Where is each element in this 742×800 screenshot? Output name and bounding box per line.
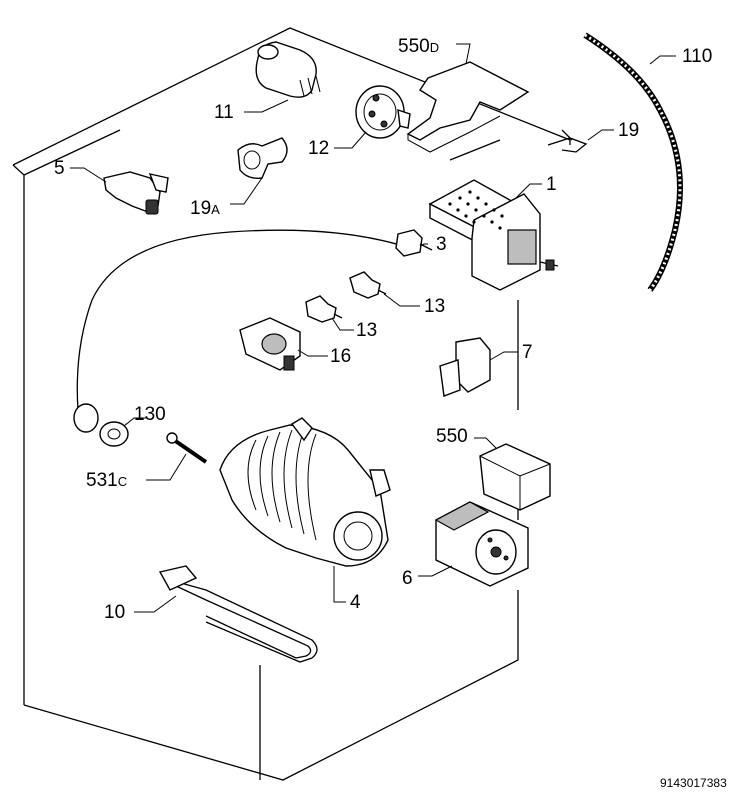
label-part-110: 110	[682, 46, 712, 67]
label-part-11: 11	[214, 102, 234, 123]
label-part-550d: 550D	[398, 36, 439, 57]
label-part-5: 5	[54, 158, 65, 179]
leader-lines	[70, 43, 676, 613]
timer-module-part	[428, 179, 559, 291]
heating-element-part	[158, 565, 318, 663]
cover-part	[479, 443, 551, 511]
label-part-3: 3	[436, 234, 447, 255]
suppressor-part	[239, 317, 301, 371]
small-connector-part	[305, 271, 387, 323]
label-part-13a: 13	[424, 296, 445, 317]
part-labels: 550D 110 11 12 19 5 19A 1 3 13 13 16 7 1…	[54, 36, 712, 623]
label-part-7: 7	[522, 342, 533, 363]
grommet-part	[73, 403, 129, 447]
cabinet-outline	[12, 27, 571, 781]
label-part-531c: 531C	[86, 470, 127, 491]
label-part-1: 1	[546, 174, 557, 195]
connector-part	[103, 171, 169, 215]
bracket-plate-part	[406, 61, 530, 153]
motor-part	[219, 417, 391, 567]
door-lock-part	[439, 337, 491, 397]
label-part-130: 130	[134, 404, 166, 425]
screw-part	[166, 432, 208, 464]
cable-part	[583, 32, 683, 292]
holder-part	[237, 137, 288, 180]
label-part-10: 10	[104, 602, 125, 623]
label-part-550: 550	[436, 426, 468, 447]
label-part-13b: 13	[356, 320, 377, 341]
label-part-19a: 19A	[190, 198, 220, 219]
label-part-16: 16	[330, 346, 351, 367]
capacitor-part	[255, 41, 321, 98]
wiring-part	[76, 229, 433, 411]
pressure-switch-part	[355, 85, 411, 139]
clip-part	[547, 129, 588, 153]
switch-part	[434, 501, 529, 587]
label-part-19: 19	[618, 120, 639, 141]
label-part-6: 6	[402, 568, 413, 589]
label-part-4: 4	[350, 592, 361, 613]
label-part-12: 12	[308, 138, 329, 159]
drawing-number: 9143017383	[660, 776, 727, 790]
